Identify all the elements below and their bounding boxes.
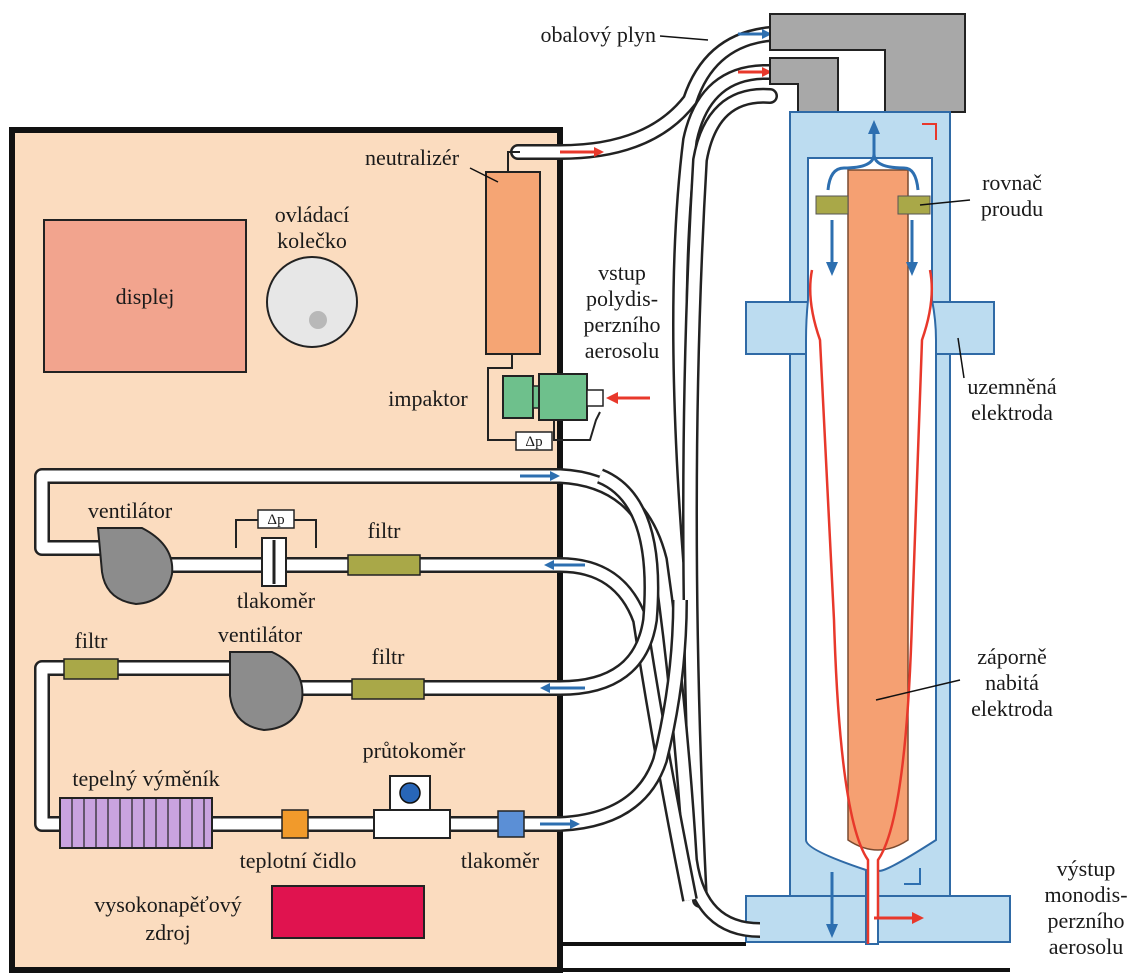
impactor-label: impaktor: [388, 386, 468, 411]
negative-electrode-label-1: záporně: [977, 644, 1047, 669]
display-panel: [43, 219, 247, 373]
impactor-dp-label: Δp: [525, 434, 542, 450]
flowmeter-label: průtokoměr: [363, 738, 466, 763]
negative-electrode: [847, 169, 909, 851]
flow-straightener-right: [897, 195, 931, 215]
filter-3: [351, 678, 425, 700]
neutralizer: [485, 171, 541, 355]
inlet-label-4: aerosolu: [585, 338, 660, 363]
inlet-label-1: vstup: [598, 260, 646, 285]
neutralizer-label: neutralizér: [365, 145, 460, 170]
inlet-label-2: polydis-: [586, 286, 658, 311]
outlet-label-3: perzního: [1048, 908, 1125, 933]
filter-1: [347, 554, 421, 576]
control-wheel: [266, 256, 358, 348]
straightener-label-2: proudu: [981, 196, 1043, 221]
fan-1-label: ventilátor: [88, 498, 173, 523]
control-wheel-label-1: ovládací: [275, 202, 350, 227]
fan-1: [96, 527, 174, 606]
column-flow-arrows: [826, 128, 920, 930]
outlet-label-1: výstup: [1057, 856, 1116, 881]
pressure-gauge-2-label: tlakoměr: [461, 848, 540, 873]
outlet-label-2: monodis-: [1044, 882, 1127, 907]
hv-supply: [271, 885, 425, 939]
negative-electrode-label-3: elektroda: [971, 696, 1053, 721]
temp-sensor-label: teplotní čidlo: [240, 848, 357, 873]
straightener-label-1: rovnač: [982, 170, 1042, 195]
sheath-gas-label: obalový plyn: [541, 22, 657, 47]
sheath-flow-arrows: [560, 29, 772, 157]
loop2-tubes: [34, 468, 688, 832]
fan-2: [229, 651, 304, 732]
ground-electrode-label-1: uzemněná: [967, 374, 1056, 399]
gauge-dp-label: Δp: [267, 512, 284, 528]
flow-straightener-left: [815, 195, 849, 215]
inlet-label-3: perzního: [584, 312, 661, 337]
filter-2: [63, 658, 119, 680]
pressure-sensor-2: [497, 810, 525, 838]
heat-exchanger: [59, 797, 213, 849]
control-wheel-dot: [309, 311, 327, 329]
filter-1-label: filtr: [368, 518, 402, 543]
pressure-gauge-1-label: tlakoměr: [237, 588, 316, 613]
dma-column: [745, 111, 1011, 945]
hv-supply-label-2: zdroj: [145, 920, 190, 945]
hv-supply-label-1: vysokonapěťový: [94, 892, 242, 917]
filter-2-label: filtr: [75, 628, 109, 653]
negative-electrode-label-2: nabitá: [985, 670, 1039, 695]
temp-sensor: [281, 809, 309, 839]
pressure-gauge-1: [235, 509, 317, 587]
outlet-label-4: aerosolu: [1049, 934, 1124, 959]
display-label: displej: [116, 284, 175, 309]
impactor: [487, 354, 604, 451]
heat-exchanger-label: tepelný výměník: [72, 766, 219, 791]
flowmeter: [373, 775, 451, 839]
filter-3-label: filtr: [372, 644, 406, 669]
fan-2-label: ventilátor: [218, 622, 303, 647]
ground-electrode-label-2: elektroda: [971, 400, 1053, 425]
control-wheel-label-2: kolečko: [277, 228, 347, 253]
